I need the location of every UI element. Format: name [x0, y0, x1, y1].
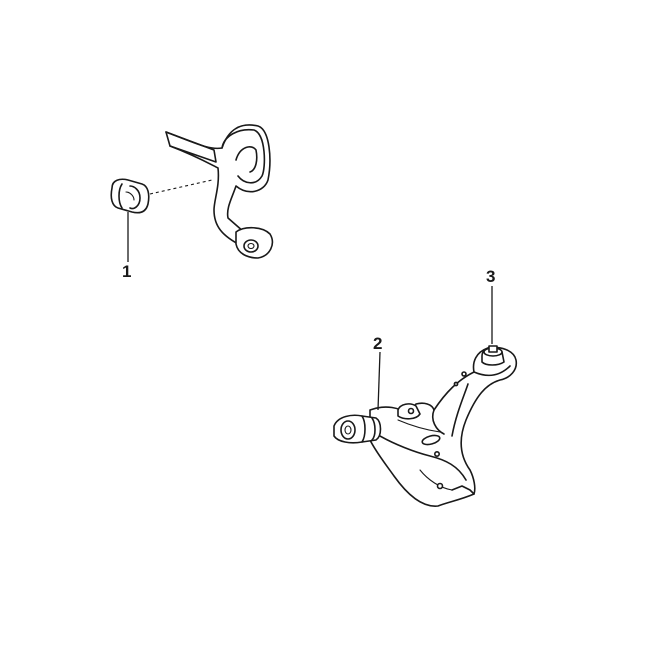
leader-line-2: [377, 351, 381, 411]
stabilizer-bar: [165, 124, 274, 259]
callout-3: 3: [486, 267, 496, 286]
lower-control-arm: [333, 345, 518, 507]
stabilizer-bushing: [110, 178, 150, 214]
callout-1: 1: [122, 262, 132, 281]
bushing-install-line: [149, 179, 213, 195]
callout-2: 2: [373, 334, 383, 353]
